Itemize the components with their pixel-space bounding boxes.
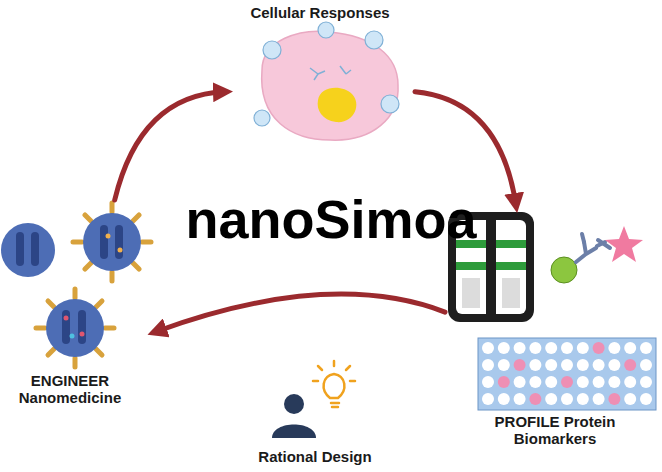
curved-arrow — [415, 92, 516, 205]
illustration-group: ENGINEER Nanomedicine — [0, 200, 155, 420]
group-label: PROFILE Protein Biomarkers — [470, 413, 640, 448]
microwell-plate — [478, 338, 656, 410]
group-label: Cellular Responses — [225, 4, 415, 21]
cell-illustration — [254, 22, 399, 140]
group-label: ENGINEER Nanomedicine — [10, 372, 130, 407]
bead-antibody — [551, 226, 643, 283]
illustration-group: Rational Design — [245, 360, 385, 472]
curved-arrow — [155, 294, 445, 332]
curved-arrow — [115, 92, 225, 200]
illustration-group: Cellular Responses — [225, 0, 415, 148]
nanoparticle-icons — [1, 203, 151, 367]
person-icon — [272, 394, 316, 438]
lightbulb-icon — [313, 361, 355, 407]
group-label: Rational Design — [245, 448, 385, 465]
illustration-group: PROFILE Protein Biomarkers — [445, 205, 660, 460]
diagram-title: nanoSimoa — [0, 188, 662, 250]
